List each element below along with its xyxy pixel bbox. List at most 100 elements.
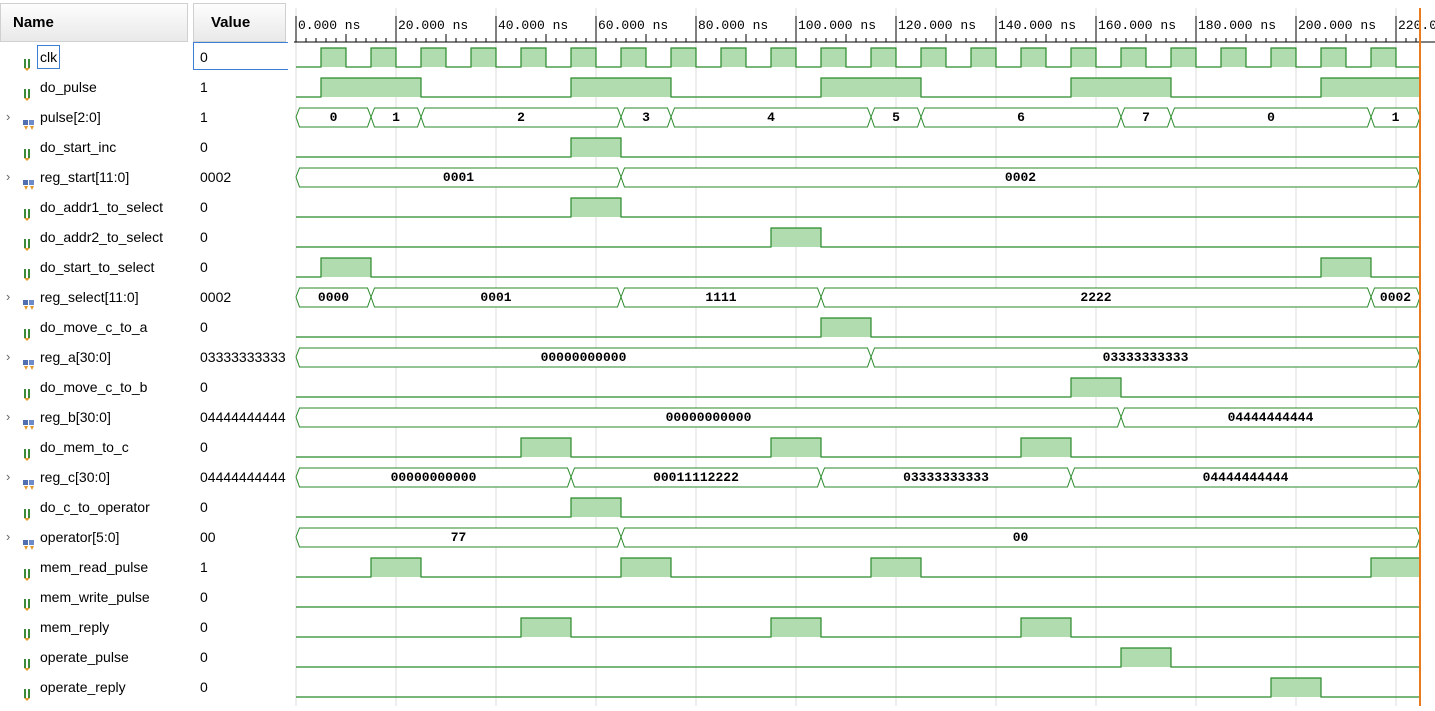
high-pulse [821, 48, 846, 67]
bus-value-label: 00000000000 [541, 350, 627, 365]
name-header[interactable]: Name [0, 3, 188, 42]
signal-value: 0 [200, 649, 208, 665]
signal-row[interactable]: mem_reply [0, 612, 188, 642]
signal-row[interactable]: ›reg_select[11:0] [0, 282, 188, 312]
expand-chevron-icon[interactable]: › [6, 409, 11, 424]
signal-row[interactable]: ›operator[5:0] [0, 522, 188, 552]
signal-value: 0 [200, 199, 208, 215]
bus-signal-icon [22, 531, 36, 550]
signal-value: 0 [200, 499, 208, 515]
high-pulse [1321, 78, 1420, 97]
bit-signal-icon [22, 201, 36, 221]
high-pulse [1121, 648, 1171, 667]
signal-name: operate_pulse [40, 649, 129, 665]
signal-row[interactable]: operate_pulse [0, 642, 188, 672]
high-pulse [571, 198, 621, 217]
bus-value-label: 00011112222 [653, 470, 739, 485]
high-pulse [1021, 618, 1071, 637]
waveform-do_pulse [296, 77, 1420, 98]
high-pulse [521, 48, 546, 67]
waveform-do_addr2_to_select [296, 227, 1420, 248]
high-pulse [1271, 48, 1296, 67]
signal-row[interactable]: › pulse[2:0] [0, 102, 188, 132]
signal-value: 0 [200, 139, 208, 155]
bus-signal-icon [22, 351, 36, 370]
signal-row[interactable]: › reg_start[11:0] [0, 162, 188, 192]
signal-row[interactable]: operate_reply [0, 672, 188, 702]
waveform-do_start_inc [296, 137, 1420, 158]
high-pulse [1221, 48, 1246, 67]
bus-signal-icon [22, 411, 36, 430]
high-pulse [771, 438, 821, 457]
expand-chevron-icon[interactable]: › [6, 469, 11, 484]
waveform-clk [296, 47, 1420, 68]
signal-row[interactable]: do_addr1_to_select [0, 192, 188, 222]
signal-row[interactable]: mem_read_pulse [0, 552, 188, 582]
signal-value: 04444444444 [200, 469, 286, 485]
signal-row[interactable]: do_pulse [0, 72, 188, 102]
bus-value-label: 1 [1392, 110, 1400, 125]
signal-row[interactable]: do_mem_to_c [0, 432, 188, 462]
expand-chevron-icon[interactable]: › [6, 529, 11, 544]
bit-signal-icon [22, 621, 36, 641]
signal-row[interactable]: ›reg_a[30:0] [0, 342, 188, 372]
high-pulse [771, 48, 796, 67]
value-header[interactable]: Value [193, 3, 286, 42]
bus-signal-icon [22, 291, 36, 310]
bit-signal-icon [22, 231, 36, 251]
signal-row[interactable]: clk [0, 42, 188, 72]
signal-row[interactable]: ›reg_c[30:0] [0, 462, 188, 492]
high-pulse [1271, 678, 1321, 697]
expand-chevron-icon[interactable]: › [6, 109, 11, 124]
signal-trace [296, 647, 1420, 668]
signal-row[interactable]: do_start_inc [0, 132, 188, 162]
bit-signal-icon [22, 651, 36, 671]
signal-name: clk [37, 45, 61, 69]
bus-value-label: 1 [392, 110, 400, 125]
signal-value: 04444444444 [200, 409, 286, 425]
signal-row[interactable]: do_move_c_to_a [0, 312, 188, 342]
expand-chevron-icon[interactable]: › [6, 169, 11, 184]
ruler-label: 0.000 ns [298, 18, 360, 33]
expand-chevron-icon[interactable]: › [6, 349, 11, 364]
signal-row[interactable]: do_move_c_to_b [0, 372, 188, 402]
signal-row[interactable]: do_addr2_to_select [0, 222, 188, 252]
signal-name: do_start_inc [40, 139, 117, 155]
signal-name: mem_write_pulse [40, 589, 150, 605]
expand-chevron-icon[interactable]: › [6, 289, 11, 304]
signal-trace [296, 137, 1420, 158]
signal-trace [296, 677, 1420, 698]
signal-value: 00 [200, 529, 216, 545]
bit-signal-icon [22, 141, 36, 161]
ruler-label: 40.000 ns [498, 18, 568, 33]
signal-trace [296, 47, 1420, 68]
bus-value-label: 0 [1267, 110, 1275, 125]
high-pulse [321, 48, 346, 67]
signal-name: do_addr2_to_select [40, 229, 163, 245]
signal-row[interactable]: ›reg_b[30:0] [0, 402, 188, 432]
high-pulse [921, 48, 946, 67]
signal-name: pulse[2:0] [40, 109, 101, 125]
signal-value: 0 [200, 619, 208, 635]
bit-signal-icon [22, 261, 36, 281]
bus-signal-icon [22, 171, 36, 190]
high-pulse [1071, 48, 1096, 67]
ruler-label: 220.0 [1398, 18, 1435, 33]
signal-row[interactable]: mem_write_pulse [0, 582, 188, 612]
signal-trace [296, 497, 1420, 518]
signal-row[interactable]: do_c_to_operator [0, 492, 188, 522]
signal-row[interactable]: do_start_to_select [0, 252, 188, 282]
bus-value-label: 0002 [1005, 170, 1036, 185]
high-pulse [671, 48, 696, 67]
signal-name: reg_start[11:0] [40, 169, 130, 185]
high-pulse [1021, 438, 1071, 457]
high-pulse [1071, 378, 1121, 397]
high-pulse [421, 48, 446, 67]
high-pulse [621, 48, 646, 67]
